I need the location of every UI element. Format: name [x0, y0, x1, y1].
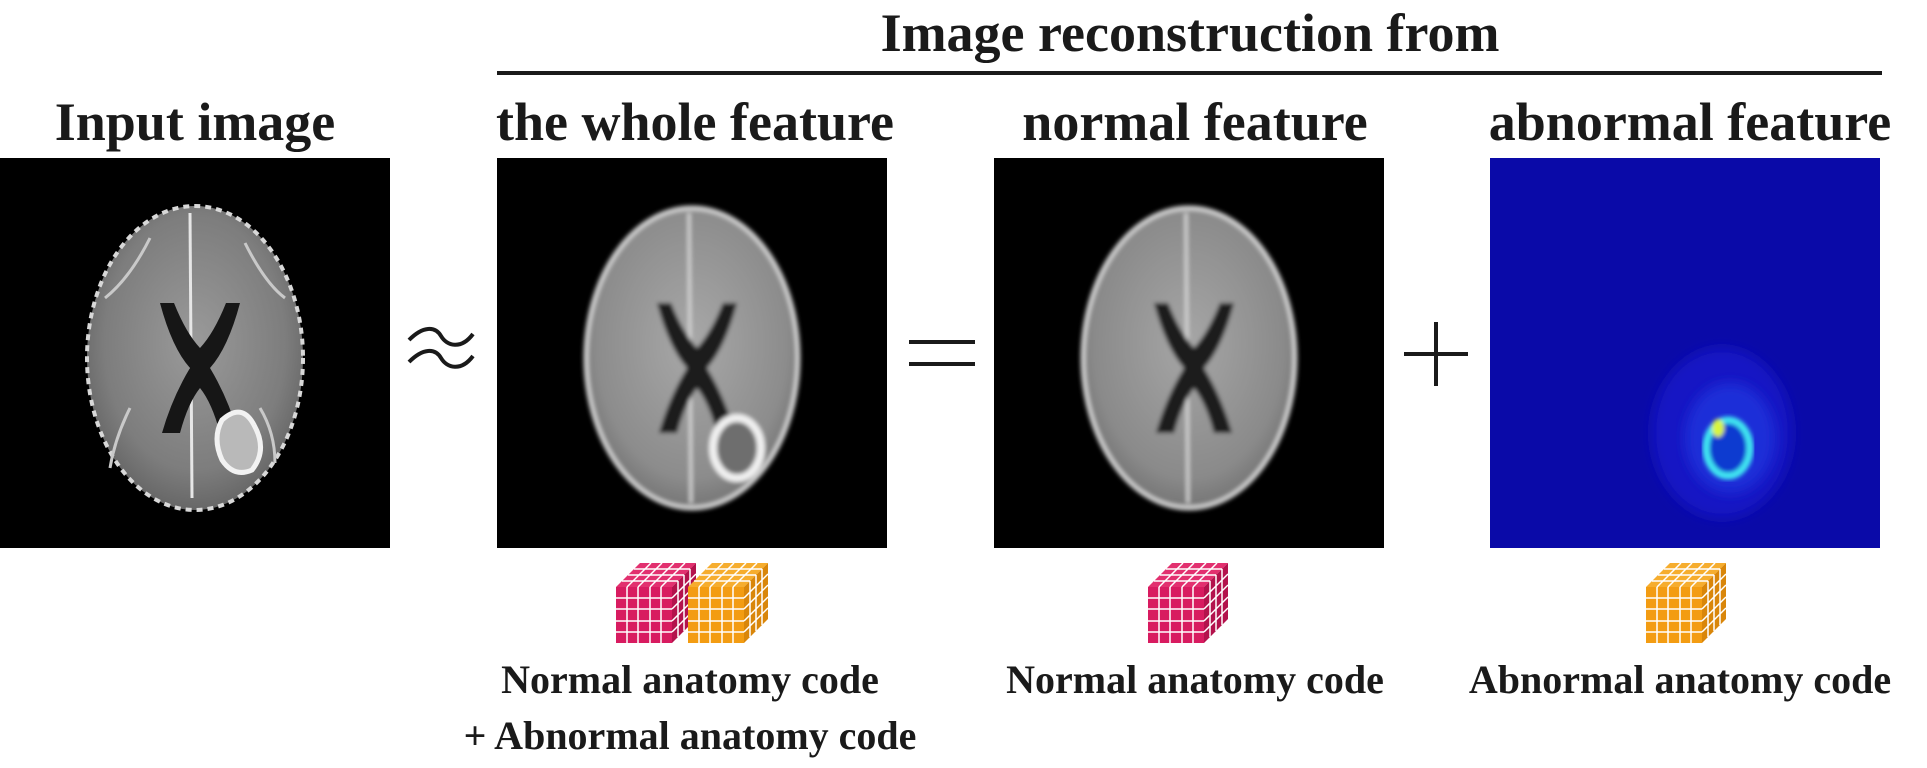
- whole-feature-brain-image: [583, 205, 801, 511]
- plus-operator: [1402, 320, 1470, 388]
- abnormal-feature-panel: [1490, 158, 1880, 548]
- input-image-panel: [0, 158, 390, 548]
- column-title-abnormal: abnormal feature: [1488, 92, 1892, 152]
- column-title-input: Input image: [54, 92, 336, 152]
- equals-operator: [907, 336, 977, 370]
- normal-feature-brain-image: [1080, 205, 1298, 511]
- abnormal-feature-heatmap: [1490, 158, 1880, 548]
- column-title-normal: normal feature: [1022, 92, 1368, 152]
- normal-code-cube-icon: [616, 563, 696, 643]
- abnormal-code-cube-icon: [688, 563, 768, 643]
- normal-code-cube-icon: [1148, 563, 1228, 643]
- caption-whole-line1: Normal anatomy code: [501, 657, 879, 702]
- column-title-whole: the whole feature: [496, 92, 894, 152]
- header-title: Image reconstruction from: [880, 3, 1500, 63]
- caption-abnormal: Abnormal anatomy code: [1468, 657, 1892, 702]
- approx-operator: [405, 322, 477, 372]
- abnormal-code-cube-icon: [1646, 563, 1726, 643]
- input-brain-image: [85, 204, 305, 512]
- caption-whole-line2: + Abnormal anatomy code: [463, 713, 917, 758]
- normal-feature-panel: [994, 158, 1384, 548]
- whole-feature-panel: [497, 158, 887, 548]
- caption-normal: Normal anatomy code: [1006, 657, 1384, 702]
- header-rule: [497, 71, 1882, 75]
